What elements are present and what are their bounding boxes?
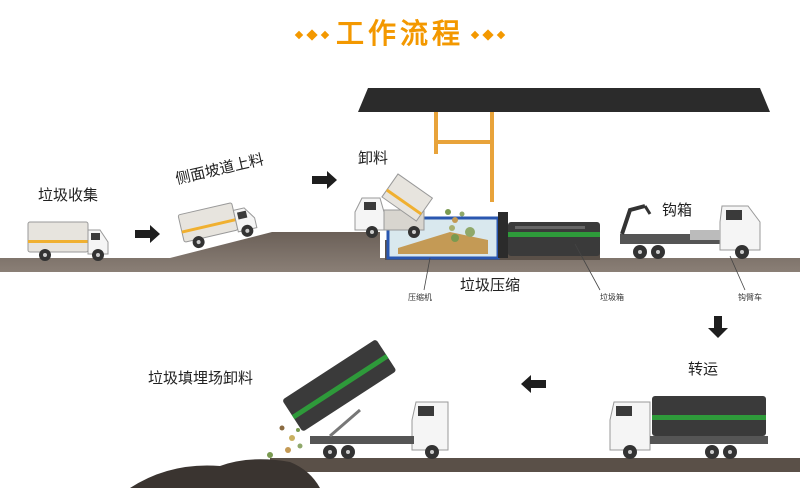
step-label-compress: 垃圾压缩 [460,276,521,294]
step-label-hook: 钩箱 [662,201,693,219]
canopy-roof [358,88,770,112]
hook-arm-truck [620,204,761,259]
lower-ground [130,425,800,488]
arrow-left-icon [521,375,546,393]
transport-truck [609,396,768,459]
arrow-right-icon [135,225,160,243]
step-label-unload: 卸料 [358,149,389,167]
canopy [358,88,770,202]
step-label-landfill: 垃圾填埋场卸料 [148,369,254,387]
part-label-compactor: 压缩机 [408,293,432,302]
step-label-collect: 垃圾收集 [38,186,99,204]
landfill-dump-truck [283,340,449,459]
arrow-right-icon [312,171,337,189]
ramp-truck [177,202,258,249]
canopy-support [434,112,438,154]
page-title: 工作流程 [335,17,464,50]
title-bar: 工作流程 [0,12,800,52]
arrow-down-icon [708,316,728,338]
step-label-transport: 转运 [688,360,719,378]
callout-lines [423,243,746,291]
unloading-truck [354,173,465,238]
garbage-container [508,222,600,256]
canopy-support [490,112,494,202]
part-label-hook-truck: 钩臂车 [738,293,762,302]
collection-truck [27,221,109,261]
part-label-container: 垃圾箱 [600,293,624,302]
